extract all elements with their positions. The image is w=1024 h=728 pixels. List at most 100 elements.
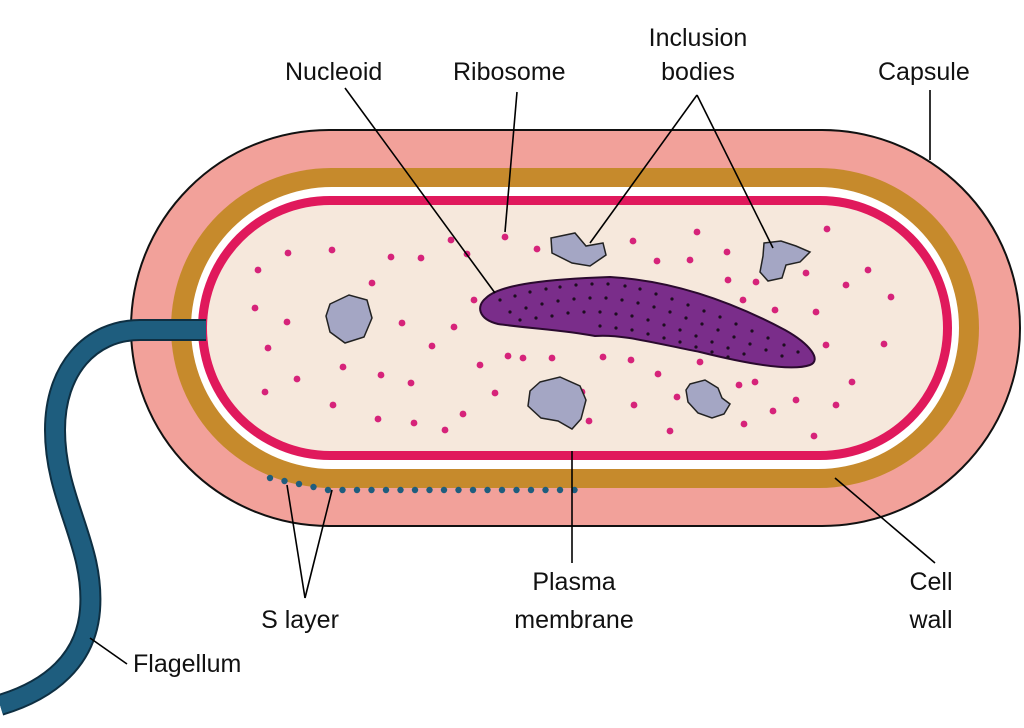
cell-wall-label-line2: wall xyxy=(908,606,952,634)
ribosome-dot xyxy=(533,245,541,253)
ribosome-dot xyxy=(368,279,376,287)
dna-dot xyxy=(606,282,610,286)
ribosome-dot xyxy=(822,341,830,349)
dna-dot xyxy=(764,348,768,352)
s-layer-dot xyxy=(513,486,520,494)
dna-dot xyxy=(498,298,502,302)
ribosome-dot xyxy=(293,375,301,383)
dna-dot xyxy=(582,310,586,314)
cell-wall-leader xyxy=(834,477,936,564)
ribosome-dot xyxy=(459,410,467,418)
ribosome-dot xyxy=(696,358,704,366)
ribosome-dot xyxy=(627,356,635,364)
s-layer-dot xyxy=(411,486,419,494)
dna-dot xyxy=(796,350,800,354)
dna-dot xyxy=(646,318,650,322)
s-layer-dot xyxy=(339,486,346,494)
ribosome-dot xyxy=(792,396,800,404)
dna-dot xyxy=(670,297,674,301)
s-layer-dot xyxy=(324,486,332,494)
ribosome-dot xyxy=(686,256,694,264)
dna-dot xyxy=(550,314,554,318)
nucleoid xyxy=(479,275,816,369)
ribosome-dot xyxy=(284,249,292,257)
dna-dot xyxy=(700,322,704,326)
ribosome-dot xyxy=(832,401,840,409)
ribosome-dot xyxy=(823,225,831,233)
ribosome-dot xyxy=(887,293,895,301)
dna-dot xyxy=(623,284,627,288)
s-layer-dot xyxy=(455,486,462,494)
dna-dot xyxy=(710,340,714,344)
s-layer-dot xyxy=(281,477,288,485)
dna-dot xyxy=(528,290,532,294)
ribosome-dot xyxy=(504,352,512,360)
dna-dot xyxy=(630,314,634,318)
inclusion-bodies-label-line1: Inclusion xyxy=(649,24,748,52)
ribosome-dot xyxy=(261,388,269,396)
s-layer-dot xyxy=(556,486,564,494)
dna-dot xyxy=(572,297,576,301)
dna-dot xyxy=(544,287,548,291)
dna-dot xyxy=(652,305,656,309)
dna-dot xyxy=(598,310,602,314)
s-layer-dot xyxy=(295,480,303,488)
inclusion-body xyxy=(759,240,812,282)
ribosome-dot xyxy=(599,353,607,361)
ribosome-dot xyxy=(740,420,748,428)
dna-dot xyxy=(558,285,562,289)
ribosome-dot xyxy=(254,266,262,274)
flagellum-label: Flagellum xyxy=(133,650,241,678)
dna-dot xyxy=(668,310,672,314)
dna-dot xyxy=(638,287,642,291)
dna-dot xyxy=(742,352,746,356)
dna-dot xyxy=(518,318,522,322)
s-layer-dot xyxy=(571,486,578,494)
ribosome-dot xyxy=(428,342,436,350)
dna-dot xyxy=(588,296,592,300)
dna-dot xyxy=(702,309,706,313)
cell-wall-label-line1: Cell xyxy=(909,568,952,596)
ribosome-dot xyxy=(410,419,418,427)
nucleoid-label: Nucleoid xyxy=(285,58,382,86)
dna-dot xyxy=(694,334,698,338)
dna-dot xyxy=(614,312,618,316)
ribosome-dot xyxy=(491,389,499,397)
dna-dot xyxy=(782,343,786,347)
dna-dot xyxy=(678,340,682,344)
dna-dot xyxy=(662,336,666,340)
ribosome-dot xyxy=(666,427,674,435)
s-layer-dots xyxy=(266,474,578,494)
ribosome-dot xyxy=(407,379,415,387)
dna-dot xyxy=(513,294,517,298)
inclusion-body xyxy=(325,294,373,344)
ribosome-dot xyxy=(654,370,662,378)
inclusion-leader-right xyxy=(696,94,774,249)
capsule-label: Capsule xyxy=(878,58,970,86)
ribosomes xyxy=(251,225,895,440)
dna-dot xyxy=(780,354,784,358)
dna-dot xyxy=(636,301,640,305)
dna-dot xyxy=(524,306,528,310)
ribosome-dot xyxy=(673,393,681,401)
ribosome-dot xyxy=(735,381,743,389)
ribosome-dot xyxy=(374,415,382,423)
ribosome-dot xyxy=(476,361,484,369)
dna-dot xyxy=(662,323,666,327)
ribosome-dot xyxy=(848,378,856,386)
dna-dot xyxy=(556,299,560,303)
ribosome-dot xyxy=(751,378,759,386)
dna-dot xyxy=(732,335,736,339)
s-layer-dot xyxy=(440,486,448,494)
ribosome-dot xyxy=(812,308,820,316)
plasma-membrane-label-line2: membrane xyxy=(514,606,634,634)
ribosome-dot xyxy=(630,401,638,409)
s-layer-dot xyxy=(397,486,404,494)
ribosome-dot xyxy=(802,269,810,277)
nucleoid-dna-dots xyxy=(498,282,800,359)
ribosome-dot xyxy=(810,432,818,440)
s-layer-leader-right xyxy=(304,489,333,599)
ribosome-dot xyxy=(771,306,779,314)
ribosome-dot xyxy=(724,276,732,284)
s-layer-dot xyxy=(266,474,274,482)
